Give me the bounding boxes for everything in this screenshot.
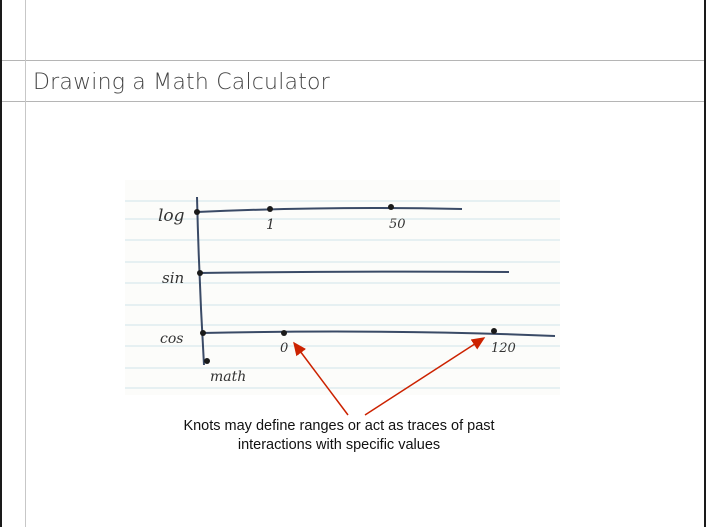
annotation-caption: Knots may define ranges or act as traces… xyxy=(183,418,495,453)
slide-frame-left xyxy=(0,0,2,527)
cos-value-0: 0 xyxy=(280,341,288,356)
cos-value-120: 120 xyxy=(491,341,516,356)
slide-title: Drawing a Math Calculator xyxy=(33,70,330,95)
cos-knot-120 xyxy=(491,328,497,334)
cos-knot-0 xyxy=(281,330,287,336)
cos-line xyxy=(201,330,556,337)
sin-label: sin xyxy=(162,269,184,287)
title-rule xyxy=(2,101,704,102)
math-label: math xyxy=(210,369,246,385)
annotation-arrow-right xyxy=(364,337,486,416)
spine-line xyxy=(196,196,205,366)
log-knot-50 xyxy=(388,204,394,210)
log-label: log xyxy=(158,206,185,226)
header-rule xyxy=(2,60,704,61)
log-value-1: 1 xyxy=(266,217,275,233)
slide-frame-right xyxy=(704,0,706,527)
cos-label: cos xyxy=(160,331,183,347)
log-knot-1 xyxy=(267,206,273,212)
paper-background xyxy=(125,180,560,395)
math-knot xyxy=(204,358,210,364)
log-line xyxy=(196,207,463,213)
cos-origin-knot xyxy=(200,330,206,336)
annotation-arrow-left xyxy=(293,341,349,416)
sin-line xyxy=(198,270,510,274)
log-origin-knot xyxy=(194,209,200,215)
log-value-50: 50 xyxy=(389,217,406,232)
sin-origin-knot xyxy=(197,270,203,276)
margin-line xyxy=(25,0,26,527)
